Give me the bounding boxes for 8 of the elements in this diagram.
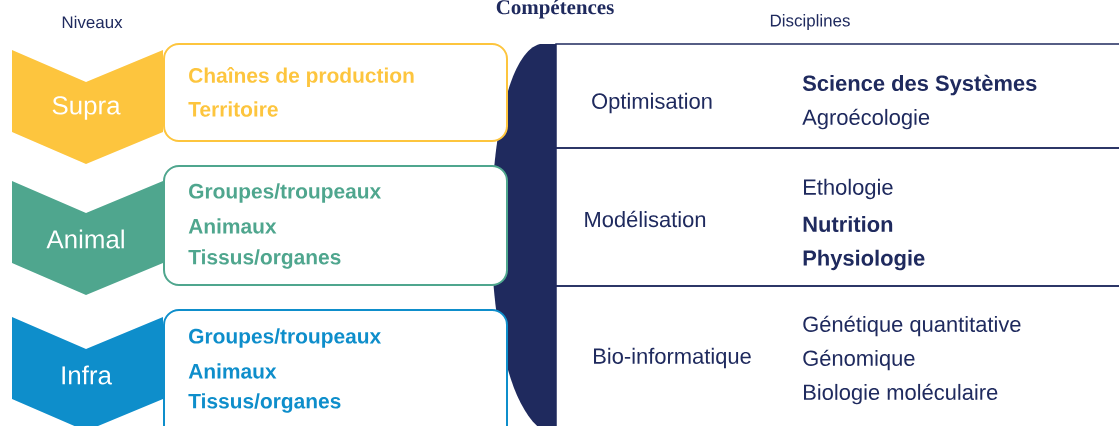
level-box: Chaînes de production Territoire	[163, 43, 508, 142]
level-box: Groupes/troupeaux Animaux Tissus/organes	[163, 309, 508, 426]
discipline-box: Optimisation Science des Systèmes Agroécologie	[555, 43, 1119, 149]
level-box: Groupes/troupeaux Animaux Tissus/organes	[163, 165, 508, 286]
discipline-box: Modélisation Ethologie Nutrition Physiologie	[555, 147, 1119, 287]
title: Compétences	[496, 0, 614, 19]
discipline-box: Bio-informatique Génétique quantitative Génomique Biologie moléculaire	[555, 285, 1119, 426]
column-heading: Niveaux	[62, 15, 123, 29]
